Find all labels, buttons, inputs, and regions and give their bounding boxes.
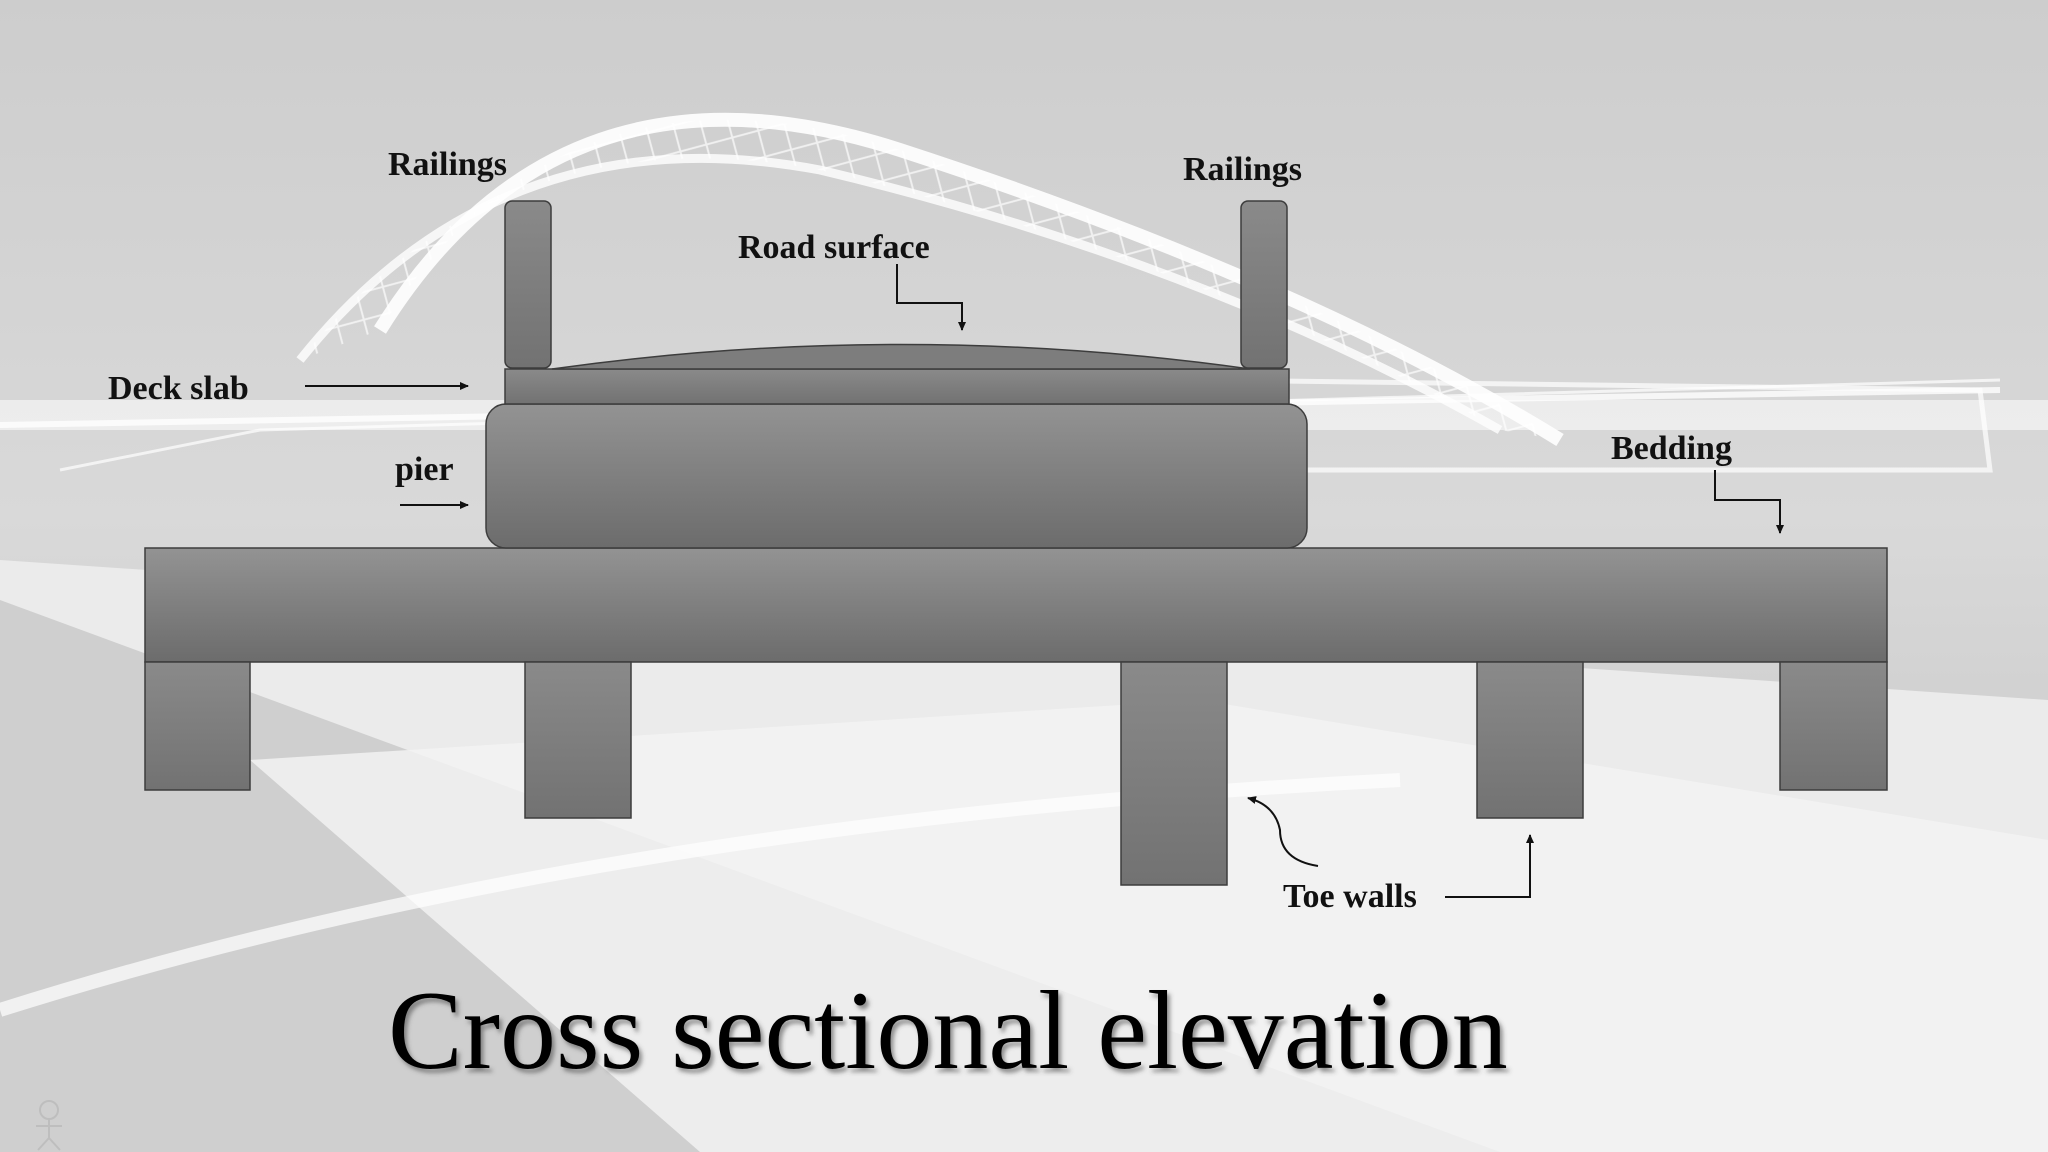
stick-figure-icon xyxy=(36,1100,62,1151)
toe-wall xyxy=(1120,661,1228,886)
deck-slab-label: Deck slab xyxy=(108,370,249,407)
toe-wall xyxy=(1779,661,1888,791)
toe-wall xyxy=(144,661,251,791)
railing-right xyxy=(1240,200,1288,369)
slide-title: Cross sectional elevation xyxy=(388,969,1508,1093)
railings-left-label: Railings xyxy=(388,146,507,183)
toe-wall xyxy=(1476,661,1584,819)
road-surface-label: Road surface xyxy=(738,229,930,266)
toe-walls-arrow-left xyxy=(1247,796,1319,867)
toe-walls-label: Toe walls xyxy=(1283,878,1417,915)
railing-left xyxy=(504,200,552,369)
bedding-slab xyxy=(144,547,1888,663)
pier-block xyxy=(485,403,1308,549)
road-surface-arrow xyxy=(896,264,966,331)
toe-wall xyxy=(524,661,632,819)
bedding-label: Bedding xyxy=(1611,430,1732,467)
toe-walls-arrow-right xyxy=(1445,834,1534,898)
toe-walls xyxy=(144,661,1888,886)
railings-right-label: Railings xyxy=(1183,151,1302,188)
pier-label: pier xyxy=(395,451,454,488)
deck-slab xyxy=(504,368,1290,405)
bedding-arrow xyxy=(1714,470,1784,534)
road-surface xyxy=(551,343,1251,370)
